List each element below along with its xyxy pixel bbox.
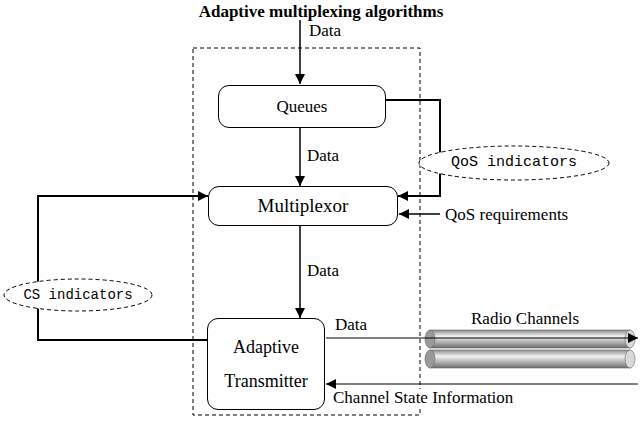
queue-box: Queues <box>218 85 386 128</box>
channel-label: Radio Channels <box>470 310 580 329</box>
dashed-boundary <box>193 48 420 415</box>
connector-arrow <box>299 226 301 318</box>
connector-arrow <box>299 128 301 186</box>
flow-label: Data <box>308 22 342 41</box>
flow-label: Data <box>334 316 368 335</box>
node-label: CS indicators <box>23 287 132 303</box>
radio-channel-tubes <box>425 330 635 368</box>
edge-label: Data <box>306 262 340 281</box>
input-arrow <box>299 20 301 84</box>
edge-label: Data <box>306 147 340 166</box>
transmitter-box: Adaptive Transmitter <box>207 318 325 410</box>
node-label: Queues <box>277 97 328 117</box>
node-label: Multiplexor <box>258 195 349 217</box>
input-label: QoS requirements <box>444 206 569 225</box>
requirements-arrow <box>399 213 440 215</box>
multiplexor-box: Multiplexor <box>208 186 398 226</box>
csi-in-arrow <box>326 384 638 385</box>
node-label: Adaptive Transmitter <box>216 330 316 398</box>
node-label: QoS indicators <box>451 154 577 171</box>
connector-arrow <box>38 196 208 340</box>
connector-arrow <box>386 100 440 196</box>
diagram-title: Adaptive multiplexing algorithms <box>0 2 642 22</box>
indicator-ellipse: CS indicators <box>3 278 153 312</box>
feedback-label: Channel State Information <box>332 389 514 408</box>
data-out-arrow <box>326 338 638 339</box>
indicator-ellipse: QoS indicators <box>418 145 610 181</box>
